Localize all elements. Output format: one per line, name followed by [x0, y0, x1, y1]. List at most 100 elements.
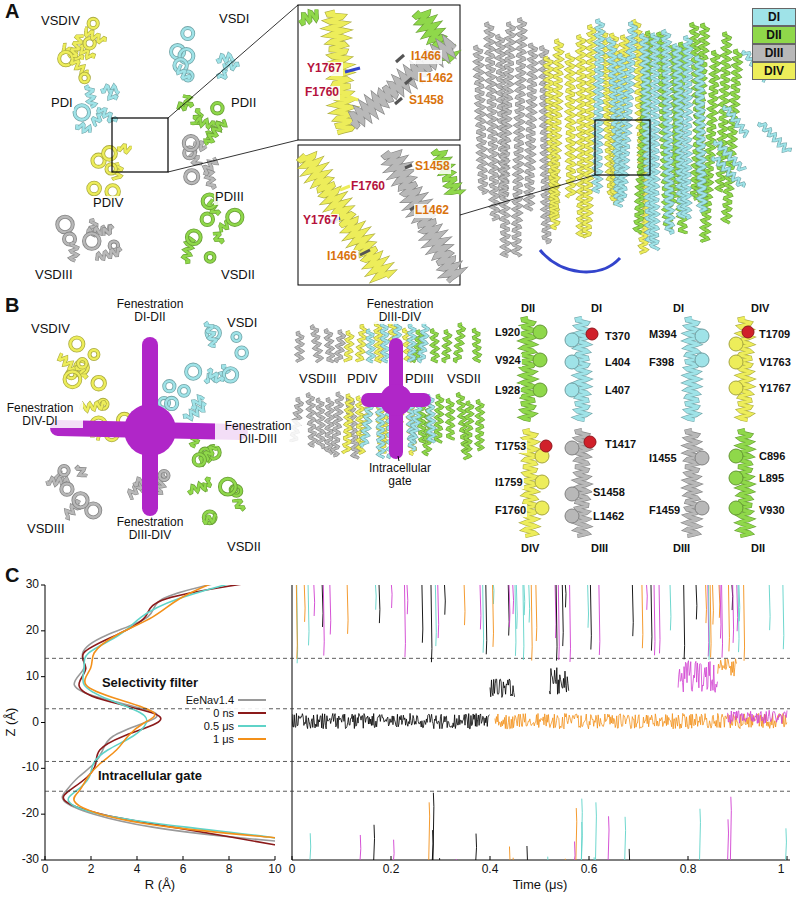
ion-trace	[608, 816, 609, 860]
legend-text: 0.5 μs	[204, 720, 234, 732]
helix-end-view	[84, 233, 99, 248]
helix-end-view	[160, 471, 169, 480]
legend-text: DI	[768, 10, 780, 24]
ion-trace	[659, 585, 660, 653]
ion-trace	[556, 585, 557, 661]
ion-trace	[728, 585, 729, 651]
residue-label: DII	[750, 542, 766, 555]
ion-trace	[323, 585, 324, 656]
guide-line	[787, 856, 788, 860]
helix-end-view	[89, 19, 98, 28]
helix-end-view	[184, 136, 198, 150]
helix-edge	[312, 325, 322, 362]
helix-end-view	[88, 183, 100, 195]
residue-label: I1466	[326, 250, 358, 264]
helix-end-view	[194, 454, 205, 465]
guide-line	[91, 856, 92, 860]
ion-trace	[718, 659, 737, 676]
atom-sphere	[729, 381, 743, 395]
helix-ribbon	[300, 155, 391, 278]
ion-trace	[576, 808, 577, 860]
residue-label: DII	[520, 302, 536, 315]
helix-edge	[343, 395, 352, 454]
residue-label: V1763	[758, 356, 792, 369]
domain-label: VSDIV	[30, 322, 71, 337]
helix-end-view	[186, 365, 200, 379]
helix-edge	[81, 402, 106, 411]
helix-ribbon	[375, 322, 381, 361]
ion-trace	[433, 793, 434, 860]
helix-ribbon	[234, 499, 244, 510]
helix-end-view	[65, 371, 81, 387]
residue-label: F398	[648, 356, 675, 369]
ion-trace	[524, 585, 525, 615]
atom-sphere	[584, 436, 596, 448]
helix-end-view	[160, 471, 169, 480]
helix-ribbon	[325, 329, 333, 361]
helix-edge	[713, 157, 745, 187]
guide-line	[168, 5, 298, 118]
domain-label: VSDI	[218, 12, 250, 27]
helix-end-view	[204, 511, 216, 523]
guide-line	[589, 856, 590, 860]
ion-trace	[705, 585, 706, 623]
ion-trace	[476, 834, 477, 860]
region-label: Fenestration DI-DII	[107, 298, 193, 324]
residue-label: S1458	[408, 94, 445, 108]
helix-ribbon	[447, 399, 453, 440]
helix-end-view	[224, 368, 237, 381]
helix-ribbon	[696, 57, 706, 212]
ion-trace	[678, 661, 717, 693]
helix-end-view	[61, 484, 72, 495]
ion-trace	[594, 857, 595, 860]
helix-end-view	[166, 398, 177, 409]
radius-profiles	[62, 585, 275, 846]
domain-label: PDII	[230, 96, 257, 111]
helix-edge	[696, 57, 706, 212]
helix-ribbon	[119, 145, 132, 152]
axis-tick: 8	[225, 863, 234, 877]
helix-end-view	[202, 214, 213, 225]
helix-end-view	[227, 210, 242, 225]
helix-edge	[325, 329, 333, 361]
radius-curve	[68, 585, 275, 846]
atom-sphere	[540, 440, 552, 452]
ion-trace	[516, 585, 517, 629]
ion-trace	[360, 835, 361, 860]
residue-label: L1462	[418, 72, 454, 86]
ion-trace	[526, 846, 527, 860]
residue-label: F1760	[304, 86, 340, 100]
helix-edge	[473, 329, 480, 362]
axis-tick: 0.8	[679, 863, 698, 877]
region-label: Fenestration DIII-DIV	[107, 516, 193, 542]
helix-edge	[447, 399, 453, 440]
ion-trace	[719, 585, 720, 618]
ion-trace	[785, 828, 786, 860]
helix-ribbon	[98, 107, 116, 121]
residue-label: T1417	[604, 438, 637, 451]
ion-trace	[439, 858, 440, 860]
region-label: Fenestration DIV-DI	[0, 402, 83, 428]
helix-edge	[723, 50, 741, 223]
legend-line-entry: EeNav1.4	[184, 694, 268, 706]
axis-tick: -20	[21, 807, 40, 821]
helix-edge	[206, 322, 217, 346]
helix-edge	[525, 44, 536, 211]
helix-end-view	[92, 377, 104, 389]
helix-end-view	[86, 503, 100, 517]
panel-letter: B	[4, 294, 20, 317]
guide-line	[396, 55, 404, 62]
axis-tick: -10	[21, 761, 40, 775]
residue-label: S1458	[592, 486, 626, 499]
atom-sphere	[586, 328, 598, 340]
inset-frame	[298, 5, 460, 140]
legend-text: 1 μs	[213, 733, 234, 745]
domain-label: VSDIII	[26, 522, 66, 537]
helix-edge	[345, 332, 352, 362]
ion-trace	[730, 797, 731, 860]
zoom-box	[112, 118, 168, 172]
ion-trace	[599, 585, 600, 655]
residue-label: V924	[494, 354, 522, 367]
legend-entry: DIV	[752, 62, 796, 80]
